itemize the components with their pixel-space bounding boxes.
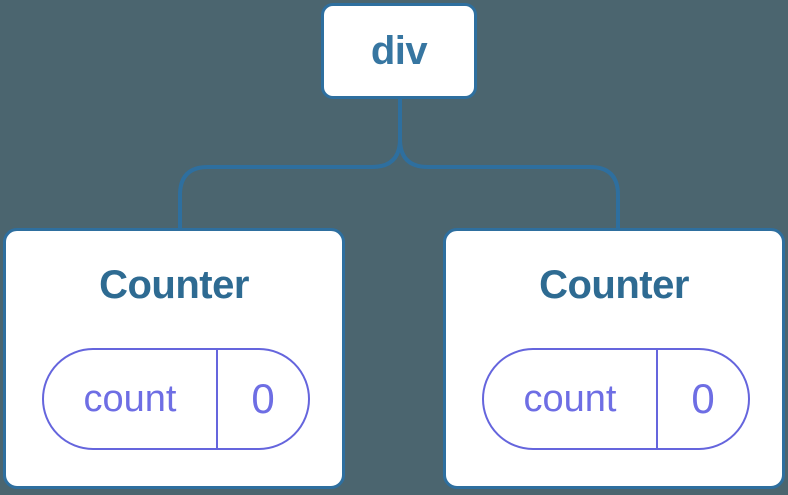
connector-left-branch — [178, 97, 402, 230]
connector-right-branch — [398, 138, 620, 230]
state-pill: count 0 — [482, 348, 750, 450]
state-value: 0 — [251, 375, 275, 422]
tree-node-root-div: div — [321, 3, 477, 99]
state-value: 0 — [691, 375, 715, 422]
state-key-label: count — [83, 377, 177, 420]
counter-title: Counter — [539, 263, 689, 307]
state-value-cell: 0 — [658, 350, 748, 448]
tree-node-counter-right: Counter count 0 — [443, 228, 785, 489]
state-pill: count 0 — [42, 348, 310, 450]
state-key-cell: count — [484, 350, 658, 448]
counter-title: Counter — [99, 263, 249, 307]
tree-node-counter-left: Counter count 0 — [3, 228, 345, 489]
root-node-label: div — [370, 28, 428, 73]
state-key-label: count — [523, 377, 617, 420]
state-value-cell: 0 — [218, 350, 308, 448]
state-key-cell: count — [44, 350, 218, 448]
